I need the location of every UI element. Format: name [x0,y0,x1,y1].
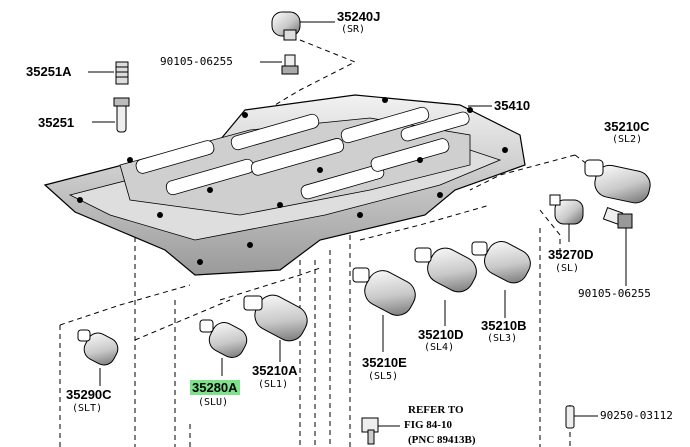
solenoid-35280A-icon [199,319,248,376]
part-number-35210C[interactable]: 35210C [604,119,650,134]
part-number-90105-06255-right[interactable]: 90105-06255 [578,287,651,300]
part-number-35240J[interactable]: 35240J [337,9,381,24]
pin-icon [92,97,130,133]
solenoid-35210B-icon [471,241,531,318]
part-code-35210E: (SL5) [368,371,399,382]
part-number-35270D[interactable]: 35270D [548,247,594,262]
part-number-35251A[interactable]: 35251A [26,64,72,79]
part-code-35210B: (SL3) [487,333,518,344]
part-number-35210B[interactable]: 35210B [481,318,527,333]
solenoid-35210D-icon [414,247,477,326]
part-number-35210D[interactable]: 35210D [418,327,464,342]
part-code-35270D: (SL) [555,263,580,274]
part-number-90250-03112[interactable]: 90250-03112 [600,409,673,422]
part-code-35210D: (SL4) [424,342,455,353]
part-number-35210A[interactable]: 35210A [252,363,298,378]
reference-fig-link[interactable]: FIG 84-10 [404,419,452,431]
spring-icon [88,61,129,85]
part-number-90105-06255-top[interactable]: 90105-06255 [160,55,233,68]
solenoid-35210E-icon [352,267,416,352]
part-code-35240J: (SR) [341,24,366,35]
solenoid-35240J-icon [271,11,335,41]
part-number-35410[interactable]: 35410 [494,98,531,113]
reference-pnc: (PNC 89413B) [408,434,476,446]
solenoid-35290C-icon [77,329,119,386]
part-code-35210C: (SL2) [612,134,643,145]
bolt-icon [602,206,633,286]
solenoid-35210A-icon [243,294,308,362]
connector-icon [361,417,400,445]
part-number-35280A-highlighted[interactable]: 35280A [190,380,240,395]
dashed-leaders [59,39,596,447]
valve-body-icon [43,94,526,276]
pin-icon [565,405,598,429]
reference-line-1: REFER TO [408,404,464,416]
bolt-icon [260,54,299,75]
part-number-35251[interactable]: 35251 [38,115,75,130]
part-number-35290C[interactable]: 35290C [66,387,112,402]
part-code-35290C: (SLT) [72,403,103,414]
solenoid-35210C-icon [584,159,651,204]
sensor-icon [549,194,584,242]
part-number-35210E[interactable]: 35210E [362,355,407,370]
part-code-35280A: (SLU) [198,397,229,408]
part-code-35210A: (SL1) [258,379,289,390]
